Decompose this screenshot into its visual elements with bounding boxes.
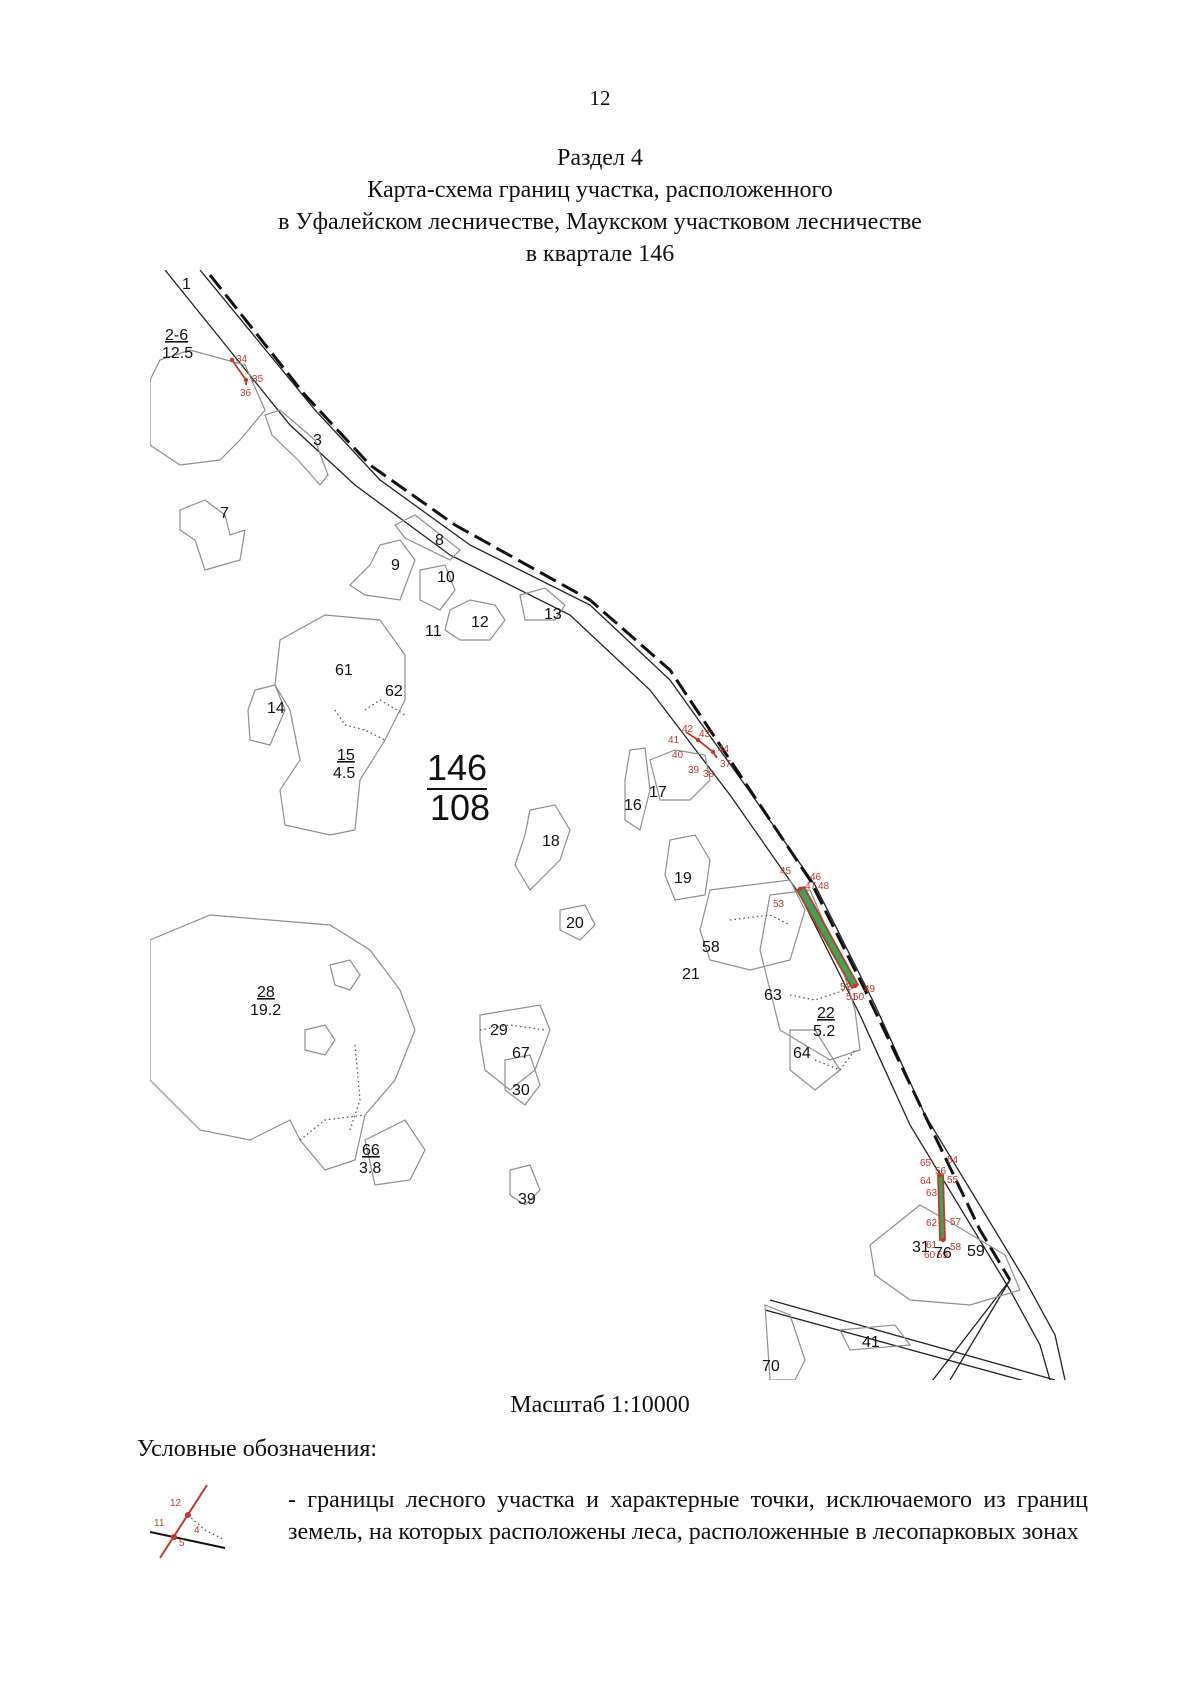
parcel-label: 76 [934, 1245, 952, 1262]
point-label: 34 [236, 354, 248, 365]
parcel-label: 67 [512, 1045, 530, 1062]
parcel-label: 14 [267, 700, 285, 717]
parcel-label: 62 [385, 683, 403, 700]
point-label: 43 [699, 729, 711, 740]
point-label: 59 [937, 1250, 949, 1261]
parcel-label: 5.2 [813, 1023, 835, 1040]
legend-point-label: 5 [179, 1538, 185, 1549]
point-label: 64 [920, 1176, 932, 1187]
parcel-label: 9 [391, 557, 400, 574]
point-label: 51 [846, 992, 858, 1003]
map-scheme: 34 35 36 42 43 41 44 40 37 39 38 45 46 4… [150, 270, 1066, 1380]
parcel-label: 8 [435, 532, 444, 549]
inner-boundary [764, 1279, 1056, 1380]
parcel-label: 16 [624, 797, 642, 814]
point-label: 49 [864, 984, 876, 995]
quarter-boundary [208, 274, 1012, 1281]
quarter-fraction-line [427, 788, 487, 790]
parcel-label: 15 [337, 747, 355, 764]
point-label: 53 [773, 899, 785, 910]
parcel-label: 59 [967, 1243, 985, 1260]
point-label: 40 [672, 750, 684, 761]
quarter-number: 146 [427, 747, 487, 788]
parcel-label: 61 [335, 662, 353, 679]
legend-title: Условные обозначения: [137, 1436, 378, 1462]
parcel-label: 19.2 [250, 1002, 281, 1019]
section-heading: Раздел 4 [557, 145, 643, 171]
title-block: Раздел 4 Карта-схема границ участка, рас… [0, 142, 1200, 270]
legend-point-label: 11 [154, 1518, 165, 1529]
legend-point-label: 4 [194, 1525, 200, 1536]
parcel-label: 22 [817, 1005, 835, 1022]
point-label: 54 [947, 1155, 959, 1166]
point-label: 36 [240, 388, 252, 399]
point-label: 57 [950, 1217, 962, 1228]
parcel-label: 29 [490, 1022, 508, 1039]
point-label: 38 [703, 769, 715, 780]
parcel-label: 18 [542, 833, 560, 850]
legend-point-label: 12 [170, 1498, 182, 1509]
parcel-label: 39 [518, 1191, 536, 1208]
parcel-label: 11 [425, 623, 442, 640]
excluded-plots [229, 357, 946, 1243]
point-label: 44 [718, 744, 730, 755]
point-label: 60 [924, 1250, 936, 1261]
parcel-label: 17 [649, 784, 667, 801]
point-label: 45 [780, 866, 792, 877]
title-line-4: в квартале 146 [525, 241, 675, 267]
point-label: 65 [920, 1158, 932, 1169]
point-label: 56 [935, 1166, 947, 1177]
point-label: 41 [668, 735, 680, 746]
parcel-label: 30 [512, 1082, 530, 1099]
parcel-label: 31 [912, 1239, 930, 1256]
point-label: 39 [688, 765, 700, 776]
parcel-labels: 1 2-6 12.5 3 7 8 9 10 11 12 13 61 62 14 … [162, 276, 985, 1375]
point-label: 48 [818, 881, 830, 892]
forest-contours [150, 349, 1021, 1380]
point-label: 62 [926, 1218, 938, 1229]
parcel-label: 4.5 [333, 765, 355, 782]
parcel-label: 3 [313, 432, 322, 449]
parcel-label: 28 [257, 984, 275, 1001]
point-label: 52 [840, 982, 852, 993]
parcel-label: 41 [862, 1334, 880, 1351]
parcel-label: 12.5 [162, 345, 193, 362]
point-label: 47 [805, 881, 817, 892]
point-labels: 34 35 36 42 43 41 44 40 37 39 38 45 46 4… [236, 354, 962, 1261]
internal-divisions [299, 699, 856, 1141]
title-line-2: Карта-схема границ участка, расположенно… [367, 177, 833, 203]
legend-icon: 12 11 4 5 [150, 1484, 226, 1559]
parcel-label: 3.8 [359, 1160, 381, 1177]
point-label: 50 [853, 992, 865, 1003]
point-label: 46 [810, 872, 822, 883]
legend-description: - границы лесного участка и характерные … [288, 1487, 1088, 1545]
title-line-3: в Уфалейском лесничестве, Маукском участ… [278, 209, 922, 235]
point-label: 35 [252, 374, 264, 385]
page-number: 12 [589, 86, 611, 110]
parcel-label: 1 [182, 276, 191, 293]
parcel-label: 10 [437, 569, 455, 586]
parcel-label: 13 [544, 606, 562, 623]
point-label: 37 [720, 759, 732, 770]
point-label: 58 [950, 1242, 962, 1253]
quarter-area: 108 [430, 787, 490, 828]
parcel-label: 66 [362, 1142, 380, 1159]
parcel-label: 12 [471, 614, 489, 631]
parcel-label: 19 [674, 870, 692, 887]
parcel-label: 2-6 [165, 327, 188, 344]
road [164, 270, 1066, 1380]
point-label: 61 [926, 1240, 938, 1251]
parcel-label: 20 [566, 915, 584, 932]
point-label: 63 [926, 1188, 938, 1199]
parcel-label: 63 [764, 987, 782, 1004]
parcel-label: 70 [762, 1358, 780, 1375]
point-label: 42 [682, 724, 694, 735]
parcel-label: 64 [793, 1045, 811, 1062]
point-label: 55 [947, 1175, 959, 1186]
map-scale: Масштаб 1:10000 [510, 1392, 690, 1418]
parcel-label: 7 [220, 505, 229, 522]
parcel-label: 21 [682, 966, 700, 983]
parcel-label: 58 [702, 939, 720, 956]
